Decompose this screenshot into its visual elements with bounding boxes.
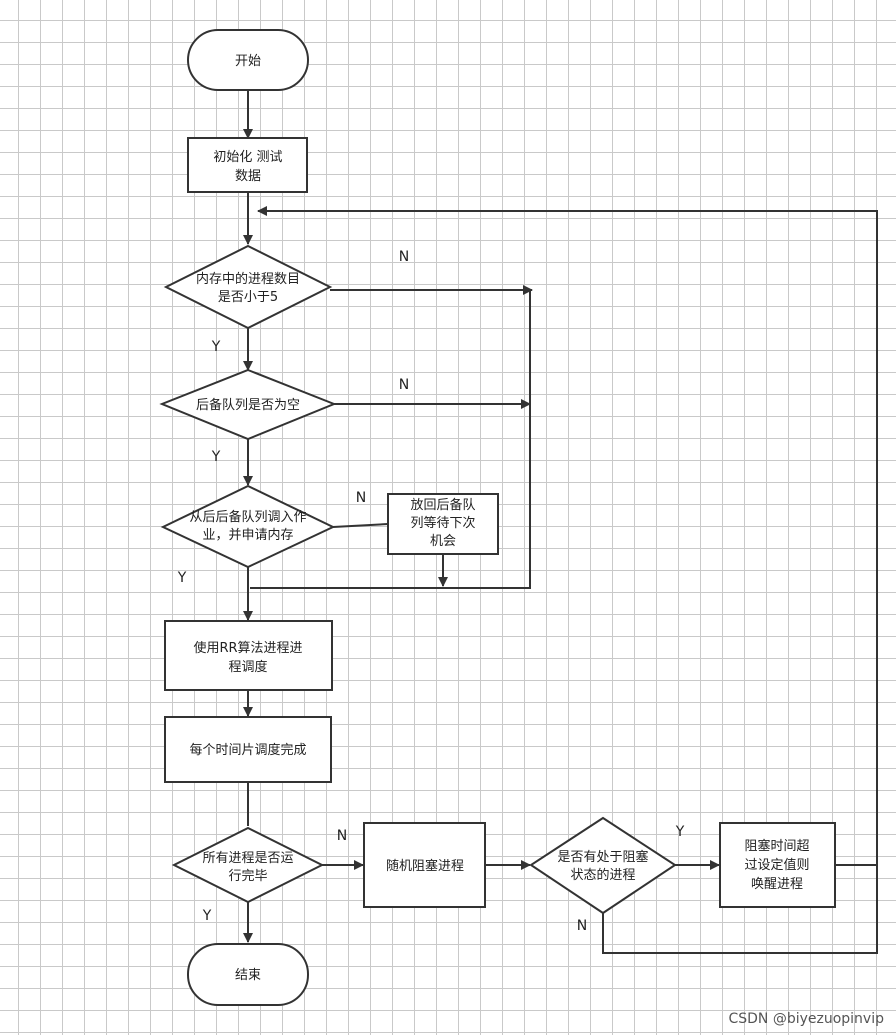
node-start: 开始 [187,29,309,91]
node-end: 结束 [187,943,309,1006]
edge-label-mem-no: N [399,249,409,265]
edge-label-blocked-yes: Y [675,824,685,840]
node-all-done-line2: 行完毕 [228,869,267,884]
node-has-blocked: 是否有处于阻塞 状态的进程 [529,816,677,915]
node-backup-empty-label: 后备队列是否为空 [196,397,300,413]
edge-label-backup-no: N [399,377,409,393]
node-wake-up-line1: 阻塞时间超 [744,838,809,854]
edge-label-backup-yes: Y [211,449,221,465]
node-rr-schedule-line2: 程调度 [228,659,267,675]
node-rr-schedule: 使用RR算法进程进 程调度 [164,620,333,691]
node-load-job-line1: 从后后备队列调入作 [189,509,306,525]
edge-label-load-no: N [356,490,366,506]
node-mem-check-line2: 是否小于5 [218,290,278,305]
node-all-done: 所有进程是否运 行完毕 [171,826,325,904]
node-rr-schedule-line1: 使用RR算法进程进 [193,640,302,656]
edge-label-mem-yes: Y [211,339,221,355]
edge-merge-column [250,290,531,589]
node-load-job-line2: 业，并申请内存 [202,527,293,543]
edge-labels: N Y N Y N Y N Y Y N [177,249,685,934]
watermark: CSDN @biyezuopinvip [728,1011,884,1027]
node-return-backup-line1: 放回后备队 [410,497,475,513]
node-load-job: 从后后备队列调入作 业，并申请内存 [160,484,336,569]
node-end-label: 结束 [235,968,261,983]
node-init-line1: 初始化 测试 [213,150,282,165]
node-has-blocked-line1: 是否有处于阻塞 [557,849,648,865]
node-return-backup: 放回后备队 列等待下次 机会 [387,493,499,555]
node-wake-up: 阻塞时间超 过设定值则 唤醒进程 [719,822,836,908]
node-return-backup-line2: 列等待下次 [410,515,475,531]
node-wake-up-line3: 唤醒进程 [751,877,803,892]
node-all-done-line1: 所有进程是否运 [202,851,293,866]
node-mem-check-line1: 内存中的进程数目 [196,271,300,287]
edge-label-all-yes: Y [202,908,212,924]
edge-label-blocked-no: N [577,918,587,934]
edge-blocked-no [602,865,878,954]
node-random-block: 随机阻塞进程 [363,822,486,908]
edge-label-load-yes: Y [177,570,187,586]
node-start-label: 开始 [235,54,261,69]
edge-wake-loop [257,206,878,866]
node-return-backup-line3: 机会 [430,534,456,549]
node-wake-up-line2: 过设定值则 [744,857,809,873]
node-mem-check: 内存中的进程数目 是否小于5 [163,244,333,330]
node-slice-done-label: 每个时间片调度完成 [189,742,306,758]
connectors [243,90,878,954]
node-random-block-label: 随机阻塞进程 [386,858,464,874]
node-init: 初始化 测试 数据 [187,137,308,193]
node-backup-empty: 后备队列是否为空 [159,368,337,441]
node-has-blocked-line2: 状态的进程 [570,867,635,883]
node-slice-done: 每个时间片调度完成 [164,716,332,783]
edge-load-no [332,523,389,528]
edge-label-all-no: N [337,828,347,844]
node-init-line2: 数据 [235,169,261,184]
